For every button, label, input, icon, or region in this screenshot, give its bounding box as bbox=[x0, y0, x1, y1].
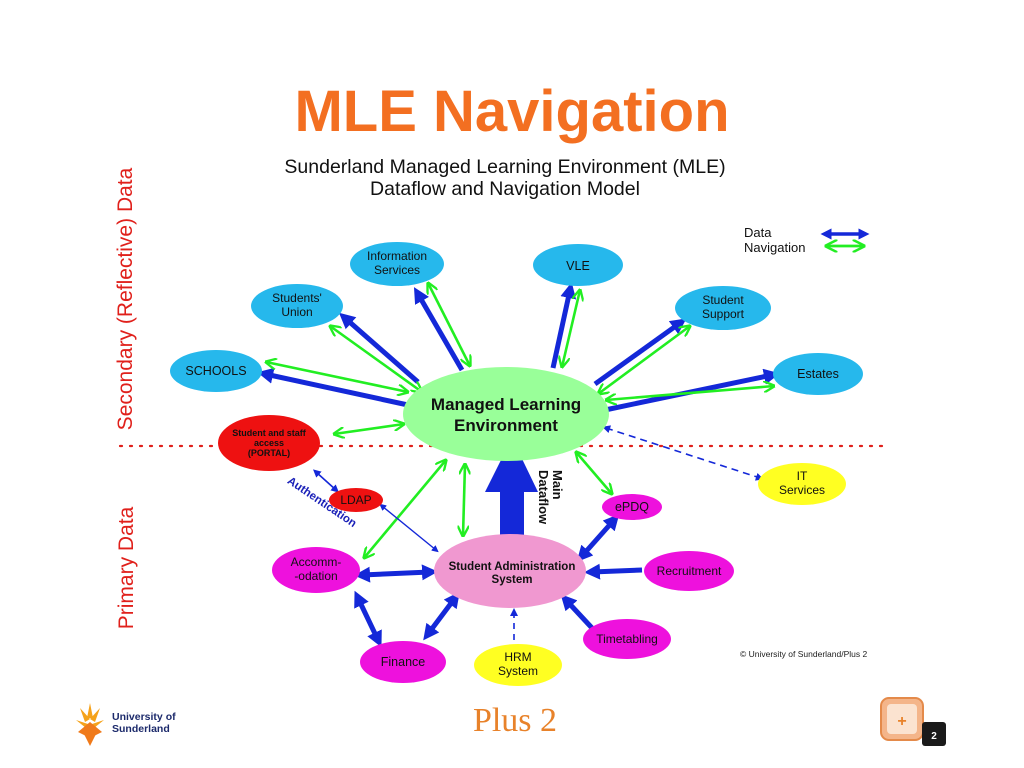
node-information-services-line-1: Information bbox=[367, 249, 427, 263]
plus2-logo: + 2 bbox=[880, 697, 946, 746]
node-accommodation-line-1: Accomm- bbox=[291, 555, 342, 569]
node-recruitment: Recruitment bbox=[644, 551, 734, 591]
data-arrow-finance-sas bbox=[423, 591, 460, 641]
data-arrow-accommodation bbox=[354, 564, 438, 583]
university-name-line-1: University of bbox=[112, 711, 176, 723]
data-arrow-accommodation-finance bbox=[354, 590, 382, 648]
node-sas-line-2: System bbox=[492, 574, 533, 586]
node-accommodation: Accomm- -odation bbox=[272, 547, 360, 593]
university-name-line-2: Sunderland bbox=[112, 723, 170, 735]
node-schools: SCHOOLS bbox=[170, 350, 262, 392]
node-finance-line-1: Finance bbox=[381, 655, 426, 669]
plus-icon: + bbox=[897, 713, 906, 730]
nav-arrow-student-support bbox=[598, 326, 690, 394]
node-timetabling: Timetabling bbox=[583, 619, 671, 659]
main-dataflow-label: Main Dataflow bbox=[536, 470, 565, 525]
subtitle-line-1: Sunderland Managed Learning Environment … bbox=[284, 156, 726, 178]
nav-arrow-accommodation bbox=[364, 460, 446, 558]
node-students-union: Students' Union bbox=[251, 284, 343, 328]
link-mle-it-services bbox=[602, 425, 764, 481]
plus-logo-number: 2 bbox=[931, 731, 937, 742]
node-hrm: HRM System bbox=[474, 644, 562, 686]
node-students-union-line-1: Students' bbox=[272, 291, 322, 305]
sunburst-icon bbox=[76, 703, 104, 746]
nav-arrow-estates bbox=[606, 386, 774, 400]
node-estates: Estates bbox=[773, 353, 863, 395]
subtitle-line-2: Dataflow and Navigation Model bbox=[370, 178, 640, 200]
node-vle: VLE bbox=[533, 244, 623, 286]
nav-arrow-portal bbox=[334, 424, 404, 434]
data-arrow-recruitment bbox=[584, 563, 643, 580]
node-portal-line-3: (PORTAL) bbox=[248, 448, 290, 458]
node-finance: Finance bbox=[360, 641, 446, 683]
node-hrm-line-2: System bbox=[498, 664, 538, 678]
nav-arrow-students-union bbox=[330, 326, 422, 392]
node-portal-line-1: Student and staff bbox=[232, 428, 307, 438]
node-it-services-line-2: Services bbox=[779, 483, 825, 497]
node-mle: Managed Learning Environment bbox=[403, 367, 609, 461]
link-ldap-sas bbox=[379, 503, 439, 553]
node-schools-line-1: SCHOOLS bbox=[185, 364, 246, 378]
node-recruitment-line-1: Recruitment bbox=[657, 564, 722, 578]
node-portal: Student and staff access (PORTAL) bbox=[218, 415, 320, 471]
node-students-union-line-2: Union bbox=[281, 305, 312, 319]
node-ldap-line-1: LDAP bbox=[340, 493, 371, 507]
node-vle-line-1: VLE bbox=[566, 259, 590, 273]
university-name: University of Sunderland bbox=[112, 711, 176, 735]
node-it-services-line-1: IT bbox=[797, 469, 808, 483]
link-portal-ldap bbox=[313, 469, 339, 493]
node-student-support-line-2: Support bbox=[702, 307, 745, 321]
main-dataflow-arrow bbox=[485, 438, 538, 538]
nav-arrow-information-services bbox=[428, 283, 470, 366]
node-estates-line-1: Estates bbox=[797, 367, 839, 381]
node-ldap: LDAP bbox=[329, 488, 383, 512]
nav-arrow-vle bbox=[562, 290, 580, 367]
nav-arrow-sas bbox=[463, 464, 465, 536]
data-arrow-timetabling bbox=[560, 594, 594, 630]
node-information-services: Information Services bbox=[350, 242, 444, 286]
node-it-services: IT Services bbox=[758, 463, 846, 505]
node-student-support: Student Support bbox=[675, 286, 771, 330]
data-arrow-schools bbox=[257, 367, 409, 408]
data-arrow-students-union bbox=[338, 312, 420, 384]
node-epdq: ePDQ bbox=[602, 494, 662, 520]
main-dataflow-label-line-2: Dataflow bbox=[536, 470, 551, 525]
data-arrow-vle bbox=[550, 282, 577, 369]
copyright-text: © University of Sunderland/Plus 2 bbox=[740, 649, 868, 659]
diagram-subtitle: Sunderland Managed Learning Environment … bbox=[180, 156, 830, 200]
node-sas-line-1: Student Administration bbox=[449, 561, 576, 573]
navigation-arrows bbox=[266, 283, 774, 558]
node-timetabling-line-1: Timetabling bbox=[596, 632, 658, 646]
data-arrow-epdq bbox=[576, 514, 620, 562]
nav-arrow-schools bbox=[266, 362, 408, 392]
main-dataflow-label-line-1: Main bbox=[550, 470, 565, 500]
footer-plus-2: Plus 2 bbox=[472, 702, 558, 739]
node-hrm-line-1: HRM bbox=[504, 650, 531, 664]
node-information-services-line-2: Services bbox=[374, 263, 420, 277]
university-logo bbox=[76, 703, 104, 746]
node-sas: Student Administration System bbox=[434, 534, 586, 608]
legend-navigation-label: Navigation bbox=[744, 240, 806, 255]
data-arrow-student-support bbox=[593, 318, 687, 387]
node-epdq-line-1: ePDQ bbox=[615, 500, 649, 514]
node-student-support-line-1: Student bbox=[702, 293, 744, 307]
nav-arrow-epdq bbox=[576, 452, 612, 494]
legend-data-label: Data bbox=[744, 225, 772, 240]
node-portal-line-2: access bbox=[254, 438, 284, 448]
node-accommodation-line-2: -odation bbox=[294, 569, 337, 583]
node-mle-line-1: Managed Learning bbox=[431, 395, 581, 414]
node-mle-line-2: Environment bbox=[454, 416, 558, 435]
slide-title: MLE Navigation bbox=[294, 79, 730, 144]
